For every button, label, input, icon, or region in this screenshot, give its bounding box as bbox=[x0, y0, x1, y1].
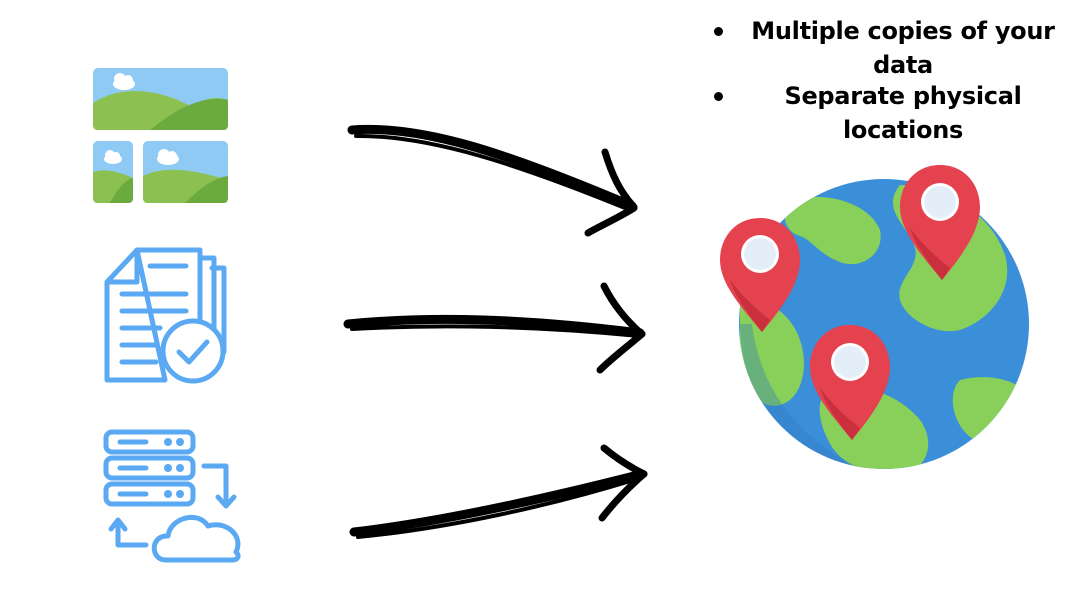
globe bbox=[739, 179, 1029, 469]
bullet-dot bbox=[714, 27, 723, 36]
verified-documents-icon bbox=[104, 247, 227, 384]
landscape-image-large bbox=[93, 68, 228, 130]
bullet-dot bbox=[714, 92, 723, 101]
server-cloud-sync-icon bbox=[103, 429, 241, 563]
bullet-text: Separate physical locations bbox=[784, 82, 1022, 144]
map-pin-left bbox=[720, 218, 800, 332]
landscape-image-small bbox=[93, 141, 133, 203]
globe-with-pins-icon bbox=[720, 165, 1029, 469]
bullet-item: Multiple copies of your data bbox=[700, 14, 1070, 82]
arrow-bottom bbox=[349, 444, 648, 539]
landscape-image-medium bbox=[143, 141, 228, 203]
bullet-item: Separate physical locations bbox=[700, 79, 1070, 147]
arrow-top bbox=[347, 124, 638, 237]
map-pin-bottom bbox=[810, 325, 890, 440]
image-gallery-icon bbox=[93, 68, 228, 203]
arrows bbox=[343, 124, 648, 539]
arrow-middle bbox=[343, 282, 646, 374]
map-pin-right bbox=[900, 165, 980, 280]
bullet-text: Multiple copies of your data bbox=[751, 17, 1055, 79]
feature-bullet-list: Multiple copies of your data Separate ph… bbox=[700, 14, 1070, 147]
